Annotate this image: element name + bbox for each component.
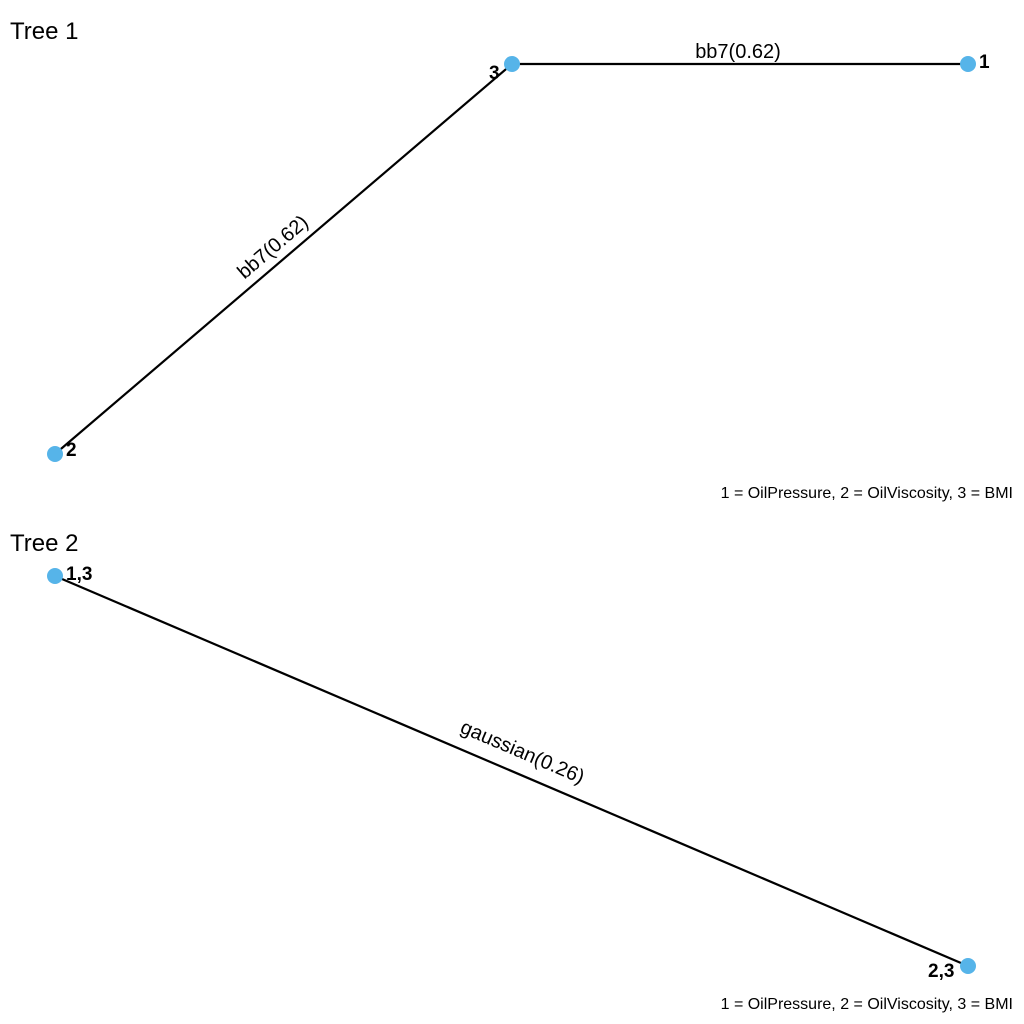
node-2 xyxy=(47,446,63,462)
node-1-3 xyxy=(47,568,63,584)
tree-2-legend: 1 = OilPressure, 2 = OilViscosity, 3 = B… xyxy=(721,996,1013,1013)
tree-1-title: Tree 1 xyxy=(10,18,78,45)
node-label-1-3: 1,3 xyxy=(66,564,92,585)
node-1 xyxy=(960,56,976,72)
edge-2-3 xyxy=(54,63,513,455)
edge-13-23 xyxy=(54,574,969,968)
tree-1-legend: 1 = OilPressure, 2 = OilViscosity, 3 = B… xyxy=(721,485,1013,502)
node-2-3 xyxy=(960,958,976,974)
edge-label-3-1: bb7(0.62) xyxy=(695,41,781,63)
node-label-3: 3 xyxy=(489,63,500,84)
tree-2-title: Tree 2 xyxy=(10,530,78,557)
tree-2: Tree 2 gaussian(0.26) 1,3 2,3 1 = OilPre… xyxy=(10,530,1013,1013)
edge-label-2-3: bb7(0.62) xyxy=(233,211,312,283)
tree-1: Tree 1 bb7(0.62) bb7(0.62) 3 1 2 1 = Oil… xyxy=(10,18,1013,502)
node-label-1: 1 xyxy=(979,52,990,73)
edge-label-13-23: gaussian(0.26) xyxy=(457,716,587,788)
node-3 xyxy=(504,56,520,72)
node-label-2: 2 xyxy=(66,440,77,461)
node-label-2-3: 2,3 xyxy=(928,961,954,982)
